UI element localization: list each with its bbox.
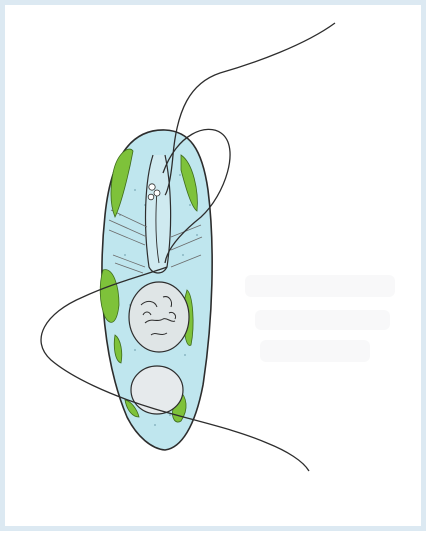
watermark <box>245 275 395 362</box>
vacuole <box>131 366 183 414</box>
nucleus <box>129 282 189 352</box>
euglena-illustration <box>5 5 426 536</box>
